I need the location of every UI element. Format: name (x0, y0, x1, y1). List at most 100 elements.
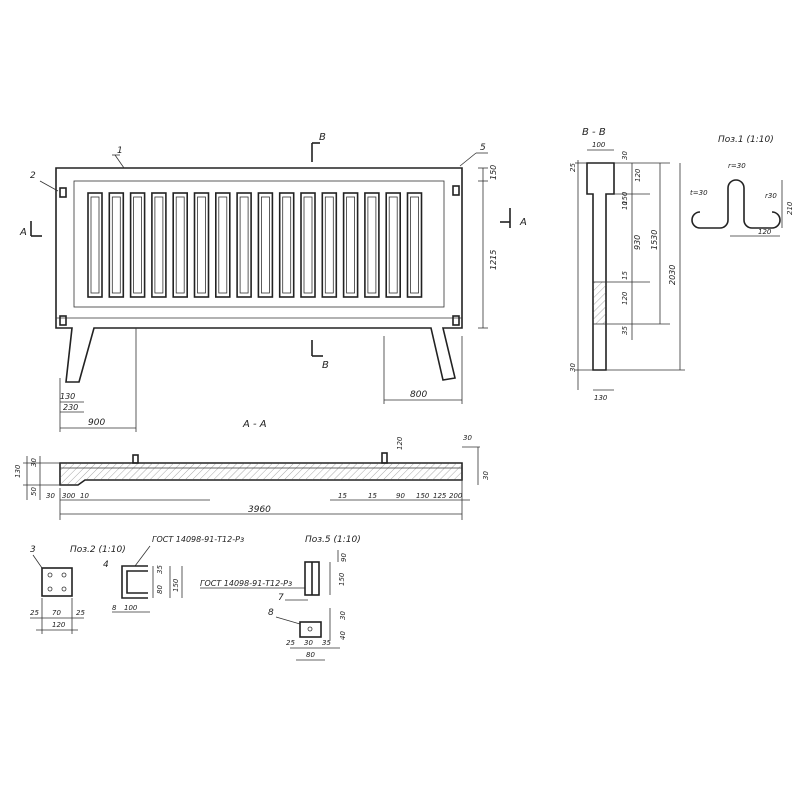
poz2-dim-25a: 25 (30, 609, 39, 617)
front-elevation (30, 142, 511, 432)
dim-125-plan: 125 (433, 492, 447, 500)
poz8-dim-80: 80 (306, 651, 315, 659)
bb-dim-30a: 30 (621, 151, 629, 160)
bb-dim-1530: 1530 (650, 230, 659, 250)
poz5-dim-150: 150 (338, 572, 346, 586)
bb-width-130: 130 (594, 394, 608, 402)
poz1-title: Поз.1 (1:10) (718, 135, 774, 145)
dim-130-leg: 130 (60, 392, 75, 401)
callout-2: 2 (30, 171, 36, 181)
poz4-dim-100: 100 (124, 604, 138, 612)
poz8-dim-40: 40 (339, 631, 347, 640)
poz8-dim-30: 30 (339, 611, 347, 620)
slot-inner (367, 196, 377, 294)
slot-inner (239, 196, 249, 294)
dim-50-plan: 50 (30, 487, 38, 496)
dim-3960: 3960 (248, 505, 271, 515)
slot-inner (218, 196, 228, 294)
poz1-r30b: r30 (765, 192, 777, 200)
slot-outer (278, 192, 295, 298)
dim-10-plan: 10 (80, 492, 89, 500)
bb-dim-35: 35 (621, 326, 629, 335)
slot-outer (87, 192, 103, 298)
poz8-dim-25: 25 (286, 639, 295, 647)
poz5-dim-90: 90 (340, 553, 348, 562)
callout-5: 5 (480, 143, 486, 153)
slot-outer (321, 192, 338, 298)
dim-30-plan-b: 30 (46, 492, 55, 500)
bb-dim-15: 15 (621, 271, 629, 280)
gost-label-2: ГОСТ 14098-91-Т12-Рз (200, 579, 292, 588)
slot-inner (346, 196, 356, 294)
poz5-detail (200, 550, 339, 596)
slot-inner (111, 196, 121, 294)
section-a-left-label: А (19, 227, 27, 238)
dim-300-plan: 300 (62, 492, 76, 500)
poz4-dim-8: 8 (112, 604, 117, 612)
dim-120-plan: 120 (396, 436, 404, 450)
slot-inner (197, 196, 206, 294)
slot-outer (364, 192, 380, 298)
embed-plate-lower-left (59, 315, 67, 326)
slot-outer (172, 192, 188, 298)
poz1-r30: r=30 (728, 162, 746, 170)
slot-inner (154, 196, 164, 294)
bb-dim-30b: 30 (569, 363, 577, 372)
callout-4: 4 (103, 560, 109, 570)
slot-inner (303, 196, 313, 294)
dim-1215: 1215 (489, 250, 498, 270)
section-bb (575, 149, 685, 391)
dim-900: 900 (88, 418, 105, 428)
section-a-right-label: А (519, 217, 527, 228)
dim-15-plan-b: 15 (368, 492, 377, 500)
slot-inner (324, 196, 334, 294)
poz1-dim-120: 120 (758, 228, 772, 236)
slot-outer (300, 192, 316, 298)
poz4-dim-35: 35 (156, 565, 164, 574)
callout-7: 7 (278, 593, 284, 603)
slot-outer (406, 192, 423, 298)
callout-8: 8 (268, 608, 274, 618)
slot-outer (193, 192, 210, 298)
slot-outer (236, 192, 252, 298)
callout-3: 3 (30, 545, 36, 555)
slot-grid (87, 192, 423, 298)
poz4-channel (112, 545, 183, 613)
slot-inner (175, 196, 185, 294)
dim-230-leg: 230 (63, 403, 78, 412)
embed-plate-2 (59, 187, 67, 198)
slot-outer (151, 192, 167, 298)
slot-outer (385, 192, 402, 298)
section-aa-title: А - А (242, 419, 267, 430)
plan-section-aa (23, 446, 480, 520)
section-bb-title: В - В (582, 127, 606, 138)
poz2-title: Поз.2 (1:10) (70, 545, 126, 555)
section-b-top-label: В (319, 132, 326, 143)
embed-plate-5 (452, 185, 460, 196)
slot-inner (410, 196, 419, 294)
slot-outer (215, 192, 231, 298)
bb-dim-120b: 120 (621, 291, 629, 305)
callout-1: 1 (117, 146, 123, 156)
embed-plate-lower-right (452, 315, 460, 326)
bb-dim-2030: 2030 (668, 265, 677, 285)
poz2-dim-120: 120 (52, 621, 66, 629)
slot-outer (108, 192, 125, 298)
slot-inner (388, 196, 398, 294)
slot-inner (260, 196, 270, 294)
poz8-dim-35: 35 (322, 639, 331, 647)
dim-130-plan: 130 (14, 464, 22, 478)
poz1-t30: t=30 (690, 189, 708, 197)
bb-dim-150: 150 (621, 191, 629, 205)
slot-outer (257, 192, 274, 298)
dim-800: 800 (410, 390, 427, 400)
slot-inner (282, 196, 292, 294)
dim-200-plan: 200 (449, 492, 463, 500)
slot-inner (90, 196, 100, 294)
dim-15-plan-a: 15 (338, 492, 347, 500)
poz2-plate (30, 554, 84, 634)
slot-outer (342, 192, 359, 298)
slot-inner (133, 196, 143, 294)
dim-150-top: 150 (489, 165, 498, 180)
